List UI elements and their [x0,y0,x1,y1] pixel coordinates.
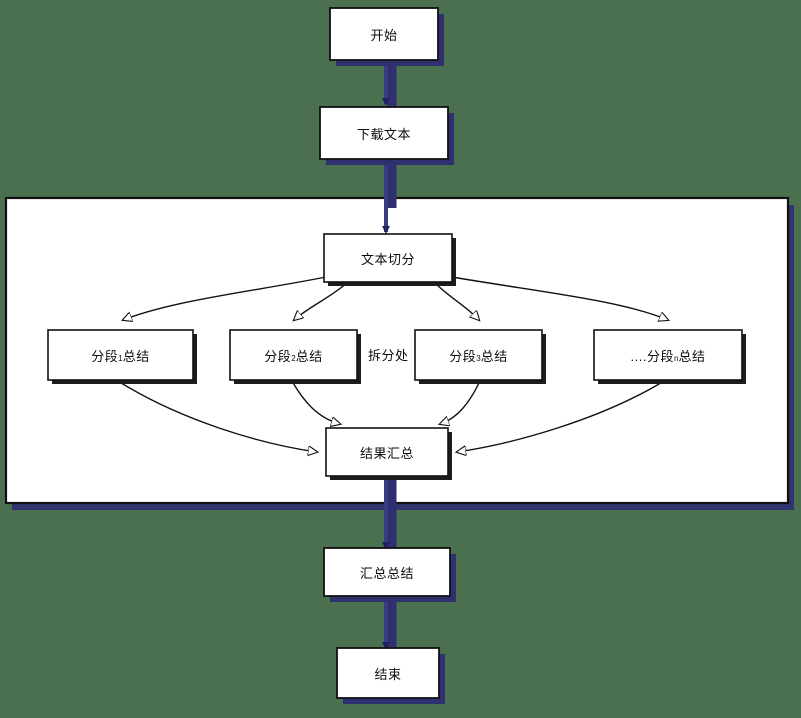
edge-start-download [382,62,397,106]
node-seg3[interactable] [414,329,546,384]
edge-split-segn [451,276,668,320]
edge-split-seg2 [294,281,349,320]
edge-seg3-merge [440,380,481,424]
edge-summary-end [382,598,397,650]
node-segn[interactable] [593,329,746,384]
edge-download-split [382,161,397,234]
node-split[interactable] [323,233,456,286]
node-seg1[interactable] [47,329,197,384]
edge-segn-merge [457,380,665,452]
node-seg2[interactable] [229,329,361,384]
node-merge[interactable] [325,427,452,480]
node-start[interactable] [329,7,444,66]
subgraph-label: 拆分处 [368,348,409,363]
node-download[interactable] [319,106,454,165]
edge-seg2-merge [291,380,340,424]
edge-merge-summary [382,478,397,552]
edge-split-seg1 [123,276,327,320]
node-end[interactable] [336,647,445,704]
node-summary[interactable] [323,547,456,602]
edge-seg1-merge [117,380,317,452]
